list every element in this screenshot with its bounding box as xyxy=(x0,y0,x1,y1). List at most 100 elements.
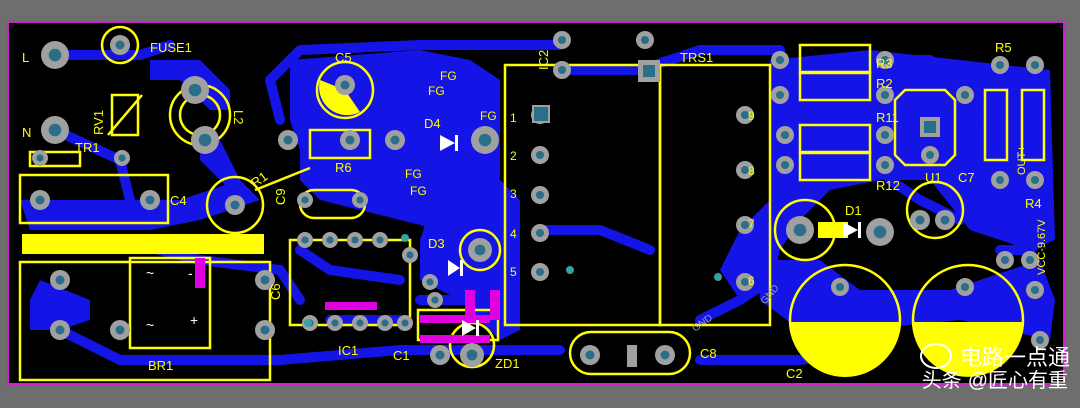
label-fuse1: FUSE1 xyxy=(150,40,192,55)
label-ic2: IC2 xyxy=(536,50,551,70)
pads xyxy=(30,31,1049,367)
pad-hole xyxy=(36,154,44,162)
pad-hole xyxy=(535,150,545,160)
label-fg5: FG xyxy=(410,184,427,198)
pad-hole xyxy=(740,277,750,287)
label-r4: R4 xyxy=(1025,196,1042,211)
label-r2: R2 xyxy=(876,76,893,91)
pad-hole xyxy=(775,55,785,65)
pad-hole xyxy=(435,350,445,360)
label-ic1: IC1 xyxy=(338,343,358,358)
label-c1: C1 xyxy=(393,348,410,363)
label-r3: R3 xyxy=(876,56,893,71)
pad-hole xyxy=(880,90,890,100)
label-pin7: 7 xyxy=(748,217,755,231)
pad-hole xyxy=(426,278,434,286)
label-u1: U1 xyxy=(925,170,942,185)
pad-hole xyxy=(660,350,670,360)
label-c4: C4 xyxy=(170,193,187,208)
pad-hole xyxy=(401,319,409,327)
label-r11: R11 xyxy=(876,110,899,125)
watermark-channel-name: 电路一点通 xyxy=(959,345,1070,370)
watermark-author: 头条 @匠心有重 xyxy=(922,364,1068,393)
pad-hole xyxy=(780,160,790,170)
label-c5: C5 xyxy=(335,50,352,65)
pad-hole xyxy=(557,65,567,75)
pad-hole xyxy=(557,35,567,45)
label-r5: R5 xyxy=(995,40,1012,55)
label-trs1: TRS1 xyxy=(680,50,713,65)
pad-hole xyxy=(1030,175,1040,185)
pad-hole xyxy=(740,220,750,230)
pad-hole xyxy=(115,40,125,50)
pad-hole xyxy=(960,90,970,100)
label-tr1: TR1 xyxy=(75,140,100,155)
label-r6: R6 xyxy=(335,160,352,175)
label-vcc: VCC-9.67V xyxy=(1036,219,1048,275)
pad-hole xyxy=(260,325,270,335)
label-c7: C7 xyxy=(958,170,975,185)
pad-hole xyxy=(301,196,309,204)
label-br-plus: + xyxy=(190,312,198,328)
pad-hole xyxy=(585,350,595,360)
pad-hole xyxy=(474,244,486,256)
pad-hole xyxy=(466,349,478,361)
rv1-outline xyxy=(110,93,140,137)
pad-hole xyxy=(301,236,309,244)
pad-hole xyxy=(915,215,925,225)
pad-hole xyxy=(230,200,240,210)
label-c6: C6 xyxy=(268,283,283,300)
label-l2: L2 xyxy=(231,110,246,124)
pad-hole xyxy=(406,251,414,259)
label-fg3: FG xyxy=(428,84,445,98)
label-pin3: 3 xyxy=(510,187,517,201)
pad-hole xyxy=(780,130,790,140)
label-br-minus: - xyxy=(188,265,193,281)
pad-hole xyxy=(1025,255,1035,265)
label-pin4: 4 xyxy=(510,227,517,241)
label-d1: D1 xyxy=(845,203,862,218)
pad-hole xyxy=(1030,285,1040,295)
watermark-platform: 头条 xyxy=(921,370,962,392)
pad-hole xyxy=(260,275,270,285)
wechat-icon xyxy=(919,343,952,369)
pad-hole xyxy=(356,196,364,204)
pad-hole xyxy=(198,133,212,147)
pad-hole xyxy=(356,319,364,327)
pad-hole xyxy=(145,195,155,205)
pad-hole xyxy=(1030,60,1040,70)
pad-hole xyxy=(940,215,950,225)
watermark-channel: 电路一点通 xyxy=(919,340,1070,372)
label-pin2: 2 xyxy=(510,149,517,163)
pad-hole xyxy=(960,282,970,292)
pad-hole xyxy=(873,225,887,239)
pad-hole xyxy=(775,90,785,100)
pad-hole xyxy=(55,325,65,335)
pad-hole xyxy=(326,236,334,244)
label-fg1: FG xyxy=(405,167,422,181)
label-fg2: FG xyxy=(440,69,457,83)
label-pin6: 6 xyxy=(748,274,755,288)
pad-hole xyxy=(995,60,1005,70)
label-c8: C8 xyxy=(700,346,717,361)
pad-hole xyxy=(283,135,293,145)
pad-hole xyxy=(331,319,339,327)
pad-hole xyxy=(925,150,935,160)
label-pin5: 5 xyxy=(510,265,517,279)
pad-hole xyxy=(48,123,62,137)
pad-hole xyxy=(793,223,807,237)
pad-hole xyxy=(880,160,890,170)
pad-hole xyxy=(535,267,545,277)
diode-symbols xyxy=(440,135,861,336)
pad-hole xyxy=(535,190,545,200)
pad-hole xyxy=(835,282,845,292)
pad-hole xyxy=(48,48,62,62)
pad-hole xyxy=(431,296,439,304)
watermark-author-name: @匠心有重 xyxy=(967,370,1068,392)
pad-hole xyxy=(740,165,750,175)
pad-hole xyxy=(381,319,389,327)
pad-hole xyxy=(478,133,492,147)
label-br-ac2: ~ xyxy=(146,317,154,333)
pad-hole xyxy=(35,195,45,205)
